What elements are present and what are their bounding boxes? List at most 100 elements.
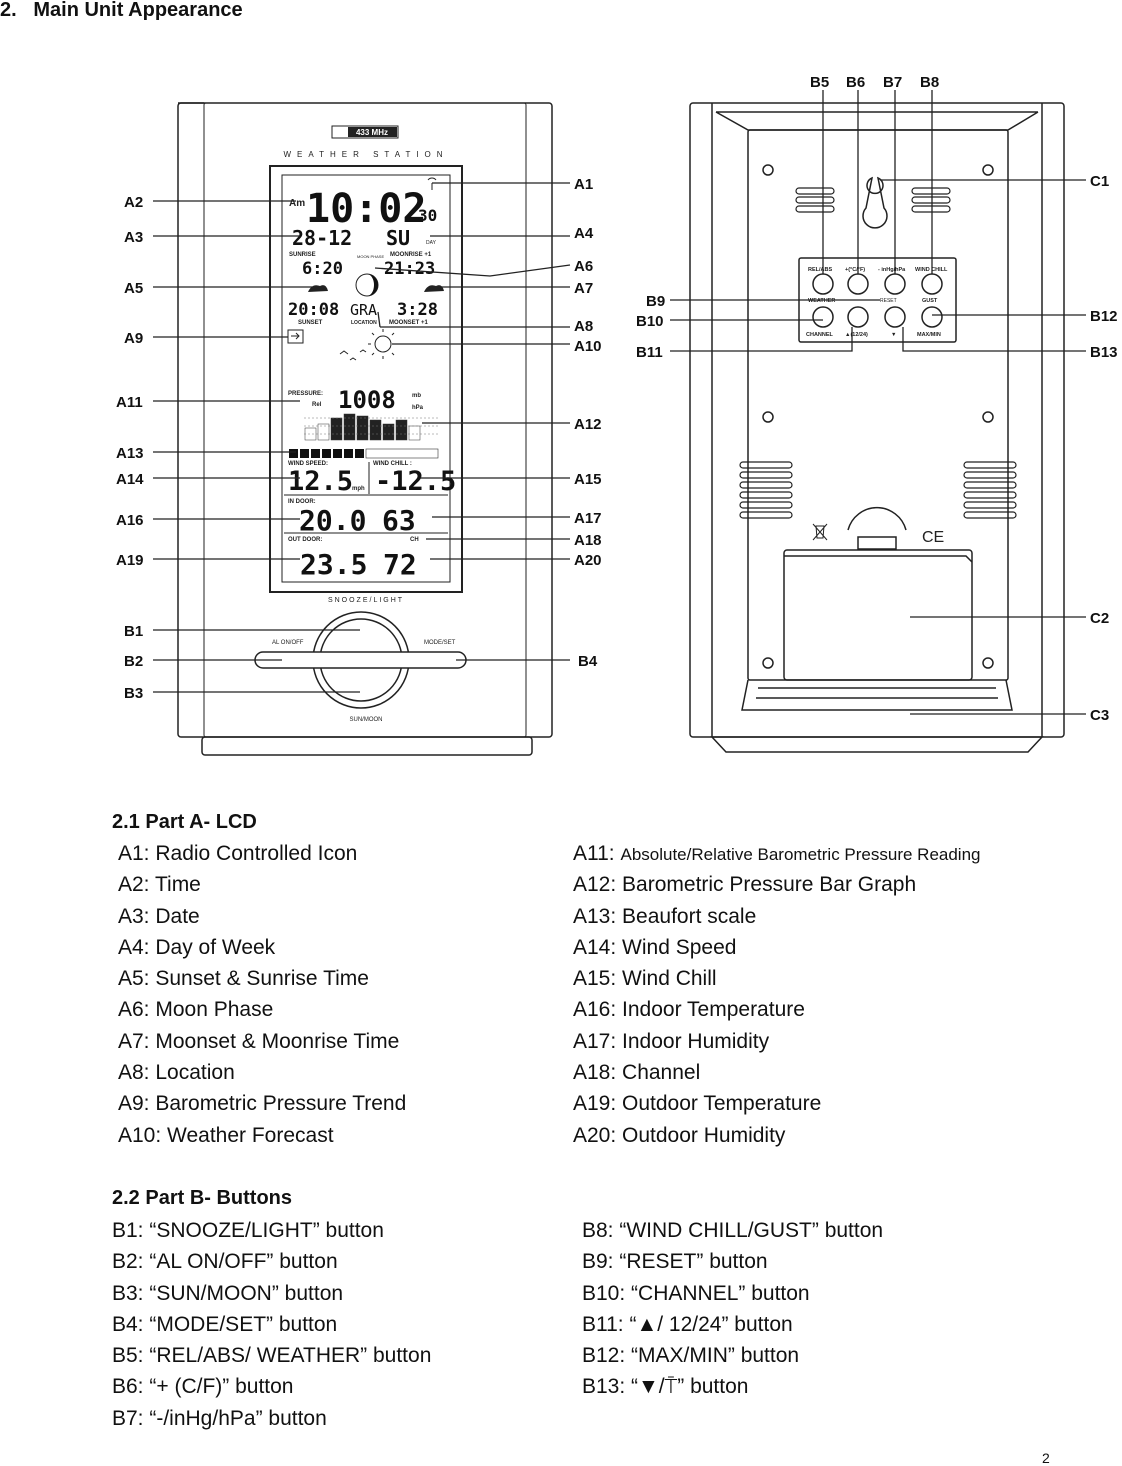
callout-b1: B1 (124, 623, 143, 640)
callout-a3: A3 (124, 229, 143, 246)
location-label: LOCATION (351, 320, 377, 326)
callout-b10: B10 (636, 313, 664, 330)
sun-cloud-icon (308, 285, 328, 292)
part-b-title: 2.2 Part B- Buttons (112, 1187, 293, 1209)
callout-a15: A15 (574, 471, 602, 488)
beaufort-scale (289, 448, 439, 459)
callout-a17: A17 (574, 510, 602, 527)
lcd-indoor-temp: 20.0 (299, 504, 366, 537)
list-item: B10: “CHANNEL” button (582, 1281, 810, 1305)
callout-a20: A20 (574, 552, 602, 569)
callout-b12: B12 (1090, 308, 1118, 325)
lcd-moonrise: 21:23 (384, 259, 435, 279)
list-item: A3: Date (118, 904, 200, 928)
list-item: B13: “▼/⍑” button (582, 1375, 749, 1399)
callout-b5: B5 (810, 74, 829, 91)
back-callout-lines (670, 90, 1086, 715)
callout-c3: C3 (1090, 707, 1109, 724)
lcd-time: 10:02 (306, 186, 426, 232)
back-btn-relabs: REL/ABS (808, 267, 832, 273)
moonphase-label: MOON PHASE (357, 254, 384, 259)
list-item: A16: Indoor Temperature (573, 998, 805, 1022)
callout-a7: A7 (574, 280, 593, 297)
section-title: Main Unit Appearance (33, 0, 243, 21)
callout-b7: B7 (883, 74, 902, 91)
list-item: A4: Day of Week (118, 935, 276, 959)
wind-speed-label: WIND SPEED: (288, 461, 328, 467)
list-item: A13: Beaufort scale (573, 904, 757, 928)
callout-b8: B8 (920, 74, 939, 91)
lcd-sunrise: 6:20 (302, 259, 343, 279)
am-indicator: Am (289, 198, 305, 209)
callout-a5: A5 (124, 280, 143, 297)
back-btn-inhg: - inHg/hPa (878, 267, 906, 273)
list-item: A6: Moon Phase (118, 998, 274, 1022)
callout-a18: A18 (574, 532, 602, 549)
list-item: B6: “+ (C/F)” button (112, 1375, 294, 1399)
list-item: A19: Outdoor Temperature (573, 1092, 822, 1116)
list-item: A9: Barometric Pressure Trend (118, 1092, 407, 1116)
section-number: 2. (0, 0, 17, 21)
callout-a11: A11 (116, 394, 143, 411)
outdoor-label: OUT DOOR: (288, 537, 322, 543)
section-heading: 2. Main Unit Appearance (0, 0, 243, 22)
moonset-label: MOONSET +1 (389, 320, 429, 326)
list-item: A14: Wind Speed (573, 935, 737, 959)
brand-text: WEATHER STATION (283, 150, 448, 159)
callout-b3: B3 (124, 685, 143, 702)
moon-icon (355, 273, 379, 297)
front-callout-labels: A2 A3 A5 A9 A11 A13 A14 A16 A19 B1 B2 B3… (116, 176, 602, 702)
list-item: A7: Moonset & Moonrise Time (118, 1029, 400, 1053)
unit-hpa: hPa (412, 405, 424, 411)
list-item: A1: Radio Controlled Icon (118, 842, 358, 865)
callout-a6: A6 (574, 258, 593, 275)
callout-b9: B9 (646, 293, 665, 310)
back-btn-cf: +(°C/°F) (845, 267, 865, 273)
trend-arrow-icon (287, 329, 304, 344)
back-btn-1224: ▲(12/24) (845, 332, 868, 338)
list-item: A5: Sunset & Sunrise Time (118, 967, 369, 991)
callout-a12: A12 (574, 416, 602, 433)
list-item: A2: Time (118, 873, 201, 897)
sunset-label: SUNSET (298, 320, 323, 326)
wind-chill-label: WIND CHILL : (373, 461, 412, 467)
list-item: B1: “SNOOZE/LIGHT” button (112, 1219, 384, 1242)
back-btn-channel: CHANNEL (806, 332, 834, 338)
back-btn-reset: RESET (880, 298, 897, 304)
pressure-label: PRESSURE: (288, 391, 323, 397)
lcd-day: SU (386, 226, 410, 250)
front-unit (177, 102, 553, 756)
sun-moon-label: SUN/MOON (350, 717, 383, 723)
callout-c2: C2 (1090, 610, 1109, 627)
wind-unit: mph (352, 486, 365, 492)
lcd-wind-chill: -12.5 (375, 466, 456, 497)
back-btn-weather: WEATHER (808, 298, 835, 304)
lcd-seconds: 30 (418, 206, 437, 225)
moon-cloud-icon (424, 285, 444, 292)
callout-a8: A8 (574, 318, 593, 335)
callout-a2: A2 (124, 194, 143, 211)
part-a-title: 2.1 Part A- LCD (112, 811, 257, 833)
callout-a1: A1 (574, 176, 593, 193)
back-btn-maxmin: MAX/MIN (917, 332, 941, 338)
mode-set-label: MODE/SET (424, 640, 456, 646)
radio-icon (427, 177, 437, 190)
lcd-outdoor-temp: 23.5 (300, 548, 367, 581)
freq-badge: 433 MHz (331, 125, 399, 139)
part-b-left-list: B1: “SNOOZE/LIGHT” button B2: “AL ON/OFF… (112, 1220, 431, 1439)
list-item: B8: “WIND CHILL/GUST” button (582, 1219, 884, 1242)
list-item: A10: Weather Forecast (118, 1123, 334, 1147)
day-label: DAY (426, 240, 437, 246)
callout-a19: A19 (116, 552, 144, 569)
list-item: A15: Wind Chill (573, 967, 717, 991)
list-item-prefix: A11: (573, 842, 621, 865)
callout-a16: A16 (116, 512, 144, 529)
freq-text: 433 MHz (356, 128, 388, 137)
ce-mark-icon: CE (922, 529, 944, 546)
callout-a9: A9 (124, 330, 143, 347)
callout-b11: B11 (636, 344, 663, 361)
lcd-moonset: 3:28 (397, 300, 438, 320)
indoor-label: IN DOOR: (288, 499, 316, 505)
part-b-right-list: B8: “WIND CHILL/GUST” button B9: “RESET”… (582, 1220, 883, 1408)
list-item: A18: Channel (573, 1061, 701, 1085)
